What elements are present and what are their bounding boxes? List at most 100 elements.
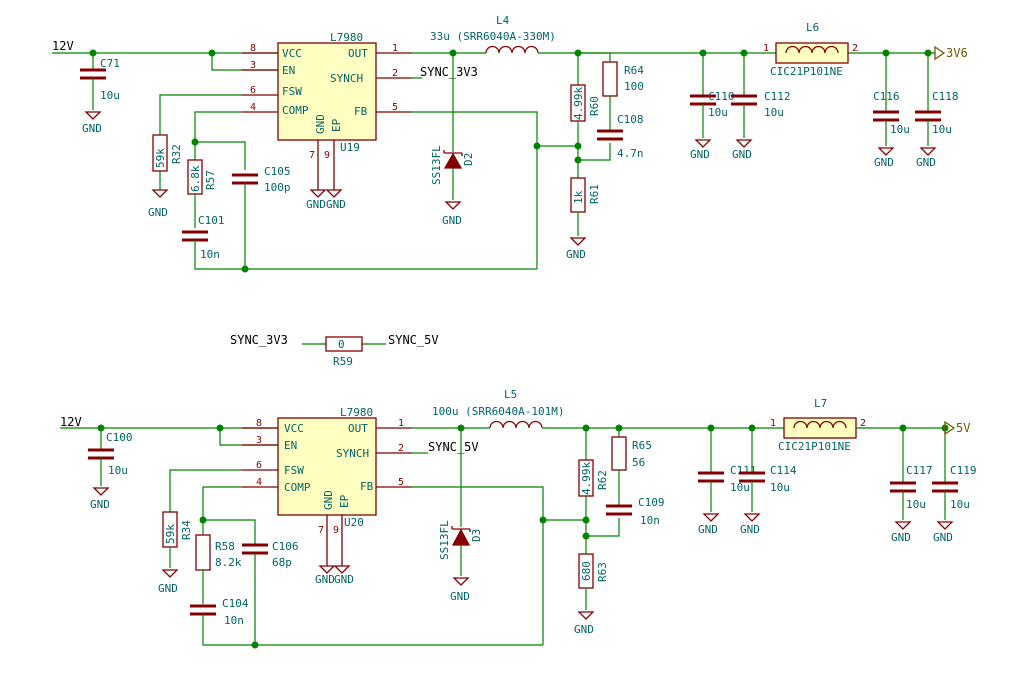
- capacitor-c117[interactable]: C117 10u: [890, 428, 933, 520]
- svg-text:R65: R65: [632, 439, 652, 452]
- svg-text:EP: EP: [330, 118, 343, 132]
- svg-text:GND: GND: [314, 114, 327, 134]
- svg-text:R63: R63: [596, 562, 609, 582]
- wire-fb-top: [412, 111, 538, 269]
- svg-text:6: 6: [256, 460, 262, 471]
- capacitor-c118[interactable]: C118 10u: [915, 53, 959, 146]
- svg-text:10n: 10n: [224, 614, 244, 627]
- resistor-r59[interactable]: 0 R59: [325, 336, 363, 368]
- svg-text:GND: GND: [90, 498, 110, 511]
- svg-text:7: 7: [309, 150, 315, 161]
- capacitor-c104[interactable]: C104 10n: [190, 597, 543, 646]
- capacitor-c100[interactable]: C100 10u: [88, 428, 133, 486]
- inductor-l7[interactable]: L7 CIC21P101NE 1 2: [770, 397, 866, 453]
- svg-text:1: 1: [770, 418, 776, 429]
- ground-symbol: GND GND: [891, 521, 954, 544]
- svg-text:10u: 10u: [932, 123, 952, 136]
- ground-symbol: GND GND: [698, 513, 761, 536]
- ic-ref-u19: U19: [340, 141, 360, 154]
- svg-text:FB: FB: [360, 480, 374, 493]
- ic-value-u19: L7980: [330, 31, 363, 44]
- inductor-l6[interactable]: L6 CIC21P101NE 1 2: [763, 21, 858, 78]
- svg-text:C100: C100: [106, 431, 133, 444]
- svg-text:0: 0: [338, 338, 345, 351]
- svg-text:10u: 10u: [770, 481, 790, 494]
- svg-text:1: 1: [392, 43, 398, 54]
- power-port-5v: 5V: [944, 420, 970, 436]
- svg-text:GND: GND: [566, 248, 586, 261]
- svg-text:GND: GND: [148, 206, 168, 219]
- svg-text:COMP: COMP: [284, 481, 311, 494]
- svg-text:OUT: OUT: [348, 422, 368, 435]
- resistor-r61[interactable]: 1k R61: [570, 177, 601, 236]
- resistor-r63[interactable]: 680 R63: [578, 553, 609, 610]
- capacitor-c108[interactable]: C108 4.7n: [597, 113, 644, 160]
- diode-d2[interactable]: SS13FL D2: [430, 145, 475, 200]
- svg-text:10u: 10u: [764, 106, 784, 119]
- capacitor-c109[interactable]: C109 10n: [606, 496, 665, 527]
- svg-text:COMP: COMP: [282, 104, 309, 117]
- svg-text:L4: L4: [496, 14, 510, 27]
- resistor-r62[interactable]: 4.99k R62: [578, 459, 609, 554]
- capacitor-c119[interactable]: C119 10u: [932, 428, 977, 520]
- resistor-r60[interactable]: 4.99k R60: [570, 84, 601, 178]
- svg-text:SYNCH: SYNCH: [330, 72, 363, 85]
- svg-text:GND: GND: [450, 590, 470, 603]
- ic-u19[interactable]: L7980 U19 VCC EN FSW COMP OUT SYNCH FB G…: [242, 31, 412, 190]
- resistor-r65[interactable]: R65 56: [611, 436, 652, 506]
- ground-symbol: GND: [442, 201, 462, 227]
- svg-text:FB: FB: [354, 105, 368, 118]
- resistor-r34[interactable]: 59k R34: [162, 511, 193, 568]
- inductor-l5[interactable]: L5 100u (SRR6040A-101M): [432, 388, 564, 429]
- ref-c71: C71: [100, 57, 120, 70]
- svg-text:C117: C117: [906, 464, 933, 477]
- svg-text:33u (SRR6040A-330M): 33u (SRR6040A-330M): [430, 30, 556, 43]
- capacitor-c106[interactable]: C106 68p: [242, 540, 299, 645]
- resistor-r32[interactable]: 59k R32: [152, 134, 183, 190]
- capacitor-c111[interactable]: C111 10u: [698, 428, 757, 512]
- svg-text:GND: GND: [82, 122, 102, 135]
- svg-text:2: 2: [860, 418, 866, 429]
- capacitor-c71[interactable]: C71 10u: [80, 53, 120, 110]
- capacitor-c105[interactable]: C105 100p: [232, 165, 291, 269]
- capacitor-c101[interactable]: C101 10n: [182, 214, 537, 270]
- svg-text:10u: 10u: [950, 498, 970, 511]
- svg-text:4: 4: [256, 477, 262, 488]
- diode-d3[interactable]: SS13FL D3: [438, 520, 483, 576]
- svg-text:GND: GND: [334, 573, 354, 586]
- svg-text:GND: GND: [891, 531, 911, 544]
- svg-text:4.99k: 4.99k: [572, 87, 585, 120]
- svg-text:L6: L6: [806, 21, 819, 34]
- capacitor-c116[interactable]: C116 10u: [873, 53, 910, 146]
- inductor-l4[interactable]: L4 33u (SRR6040A-330M): [430, 14, 556, 54]
- capacitor-c112[interactable]: C112 10u: [731, 53, 791, 138]
- svg-text:C114: C114: [770, 464, 797, 477]
- svg-text:10u: 10u: [890, 123, 910, 136]
- capacitor-c110[interactable]: C110 10u: [690, 53, 735, 138]
- resistor-r57[interactable]: 6.8k R57: [187, 159, 217, 228]
- svg-text:GND: GND: [933, 531, 953, 544]
- ground-symbol: GND GND: [306, 189, 346, 211]
- svg-text:100: 100: [624, 80, 644, 93]
- svg-text:C118: C118: [932, 90, 959, 103]
- wire-fsw-top: [159, 94, 242, 135]
- svg-text:10u: 10u: [708, 106, 728, 119]
- svg-text:C112: C112: [764, 90, 791, 103]
- svg-text:L5: L5: [504, 388, 517, 401]
- svg-text:EN: EN: [284, 439, 297, 452]
- svg-text:59k: 59k: [154, 148, 167, 168]
- svg-text:CIC21P101NE: CIC21P101NE: [770, 65, 843, 78]
- svg-text:680: 680: [580, 561, 593, 581]
- svg-text:L7: L7: [814, 397, 827, 410]
- svg-text:U20: U20: [344, 516, 364, 529]
- svg-text:GND: GND: [326, 198, 346, 211]
- svg-text:GND: GND: [315, 573, 335, 586]
- svg-text:SS13FL: SS13FL: [438, 520, 451, 560]
- resistor-r58[interactable]: R58 8.2k: [195, 534, 242, 604]
- resistor-r64[interactable]: R64 100: [602, 61, 644, 130]
- svg-text:GND: GND: [322, 490, 335, 510]
- capacitor-c114[interactable]: C114 10u: [739, 428, 797, 512]
- ic-u20[interactable]: L7980 U20 VCC EN FSW COMP OUT SYNCH FB G…: [242, 406, 412, 566]
- svg-text:R34: R34: [180, 520, 193, 540]
